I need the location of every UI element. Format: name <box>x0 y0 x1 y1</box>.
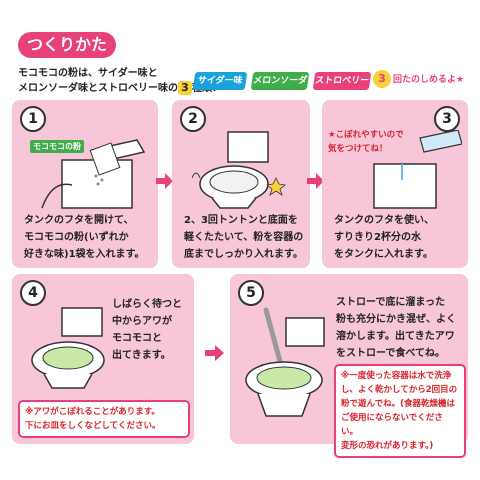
arrow-right-icon <box>156 173 173 189</box>
flavor-strawberry-pill: ストロベリー味 <box>312 72 372 104</box>
step-1-line-2: モコモコの粉(いずれか <box>24 232 129 243</box>
step-3-note-line-2: 気をつけてね！ <box>328 144 388 154</box>
toilet-foam-illustration <box>31 307 105 389</box>
step-3-line-2: すりきり2杯分の水 <box>334 232 421 243</box>
step-5-number: 5 <box>238 280 264 306</box>
step-5-warning-line-5: 変形の恐れがあります。) <box>341 441 434 451</box>
arrow-right-icon <box>205 345 224 361</box>
step-1-panel: 1 モコモコの粉 タンクのフタを開けて、 モコモコの粉(いずれか 好きな味)1袋… <box>12 100 158 268</box>
step-2-line-1: 2、3回トントンと底面を <box>184 215 298 226</box>
intro-line-2-text: メロンソーダ味とストロベリー味の <box>18 83 178 94</box>
toilet-tank-open-illustration <box>41 139 146 209</box>
three-times-number: 3 <box>373 70 391 88</box>
flavor-cider-pill: サイダー味 <box>192 72 248 90</box>
flavor-melon-soda-pill: メロンソーダ味 <box>250 72 310 104</box>
toilet-tap-illustration <box>192 131 286 209</box>
step-1-line-3: 好きな味)1袋を入れます。 <box>24 249 145 260</box>
step-2-panel: 2 2、3回トントンと底面を 軽くたたいて、粉を容器の 底までしっかり入れます。 <box>172 100 310 268</box>
step-5-line-1: ストローで底に溜まった <box>336 297 445 308</box>
step-4-panel: 4 しばらく待つと 中からアワが モコモコと 出てきます。 ※アワがこぼれること… <box>12 274 194 444</box>
tank-pour-water-illustration <box>373 130 462 209</box>
step-3-line-1: タンクのフタを使い、 <box>334 215 434 226</box>
step-4-line-3: モコモコと <box>112 333 162 344</box>
step-5-line-3: 溶かします。出てきたアワ <box>336 331 455 342</box>
toilet-straw-illustration <box>245 307 325 417</box>
step-2-number: 2 <box>180 106 206 132</box>
powder-packet-tag: モコモコの粉 <box>30 140 84 153</box>
step-3-note-line-1: ★こぼれやすいので <box>328 130 404 140</box>
intro-text: モコモコの粉は、サイダー味と メロンソーダ味とストロベリー味の3種類！ <box>18 66 222 96</box>
step-4-number: 4 <box>20 280 46 306</box>
step-5-warning: ※一度使った容器は水で洗浄 し、よく乾かしてから2回目の 粉で遊んでね。(食器乾… <box>334 364 466 458</box>
step-4-line-2: 中からアワが <box>112 316 172 327</box>
step-3-note: ★こぼれやすいので 気をつけてね！ <box>328 128 404 156</box>
step-5-warning-line-1: ※一度使った容器は水で洗浄 <box>341 371 452 381</box>
step-2-line-2: 軽くたたいて、粉を容器の <box>184 232 304 243</box>
three-kinds-badge: 3 <box>178 81 192 95</box>
intro-line-2: メロンソーダ味とストロベリー味の3種類！ <box>18 81 222 96</box>
step-4-warning-line-1: ※アワがこぼれることがあります。 <box>25 407 160 417</box>
intro-line-1: モコモコの粉は、サイダー味と <box>18 68 158 79</box>
step-1-line-1: タンクのフタを開けて、 <box>24 215 134 226</box>
step-2-line-3: 底までしっかり入れます。 <box>184 249 303 260</box>
step-5-panel: 5 ストローで底に溜まった 粉も充分にかき混ぜ、よく 溶かします。出てきたアワ … <box>230 274 468 458</box>
step-4-line-4: 出てきます。 <box>112 350 171 361</box>
three-times-label: 回たのしめるよ★ <box>393 75 465 85</box>
step-3-line-3: をタンクに入れます。 <box>334 249 433 260</box>
step-5-line-2: 粉も充分にかき混ぜ、よく <box>336 314 456 325</box>
step-3-number: 3 <box>434 106 460 132</box>
step-4-warning: ※アワがこぼれることがあります。 下にお皿をしくなどしてください。 <box>18 400 190 438</box>
step-5-warning-line-3: 粉で遊んでね。(食器乾燥機は <box>341 399 455 409</box>
step-1-number: 1 <box>20 106 46 132</box>
arrow-right-icon <box>307 173 324 189</box>
page-title: つくりかた <box>18 32 116 58</box>
step-5-line-4: をストローで食べてね。 <box>336 348 445 359</box>
step-4-warning-line-2: 下にお皿をしくなどしてください。 <box>25 421 161 431</box>
step-4-line-1: しばらく待つと <box>112 299 182 310</box>
step-5-warning-line-2: し、よく乾かしてから2回目の <box>341 385 458 395</box>
step-5-warning-line-4: ご使用にならないでください。 <box>341 413 443 437</box>
step-3-panel: 3 ★こぼれやすいので 気をつけてね！ タンクのフタを使い、 すりきり2杯分の水… <box>322 100 468 268</box>
